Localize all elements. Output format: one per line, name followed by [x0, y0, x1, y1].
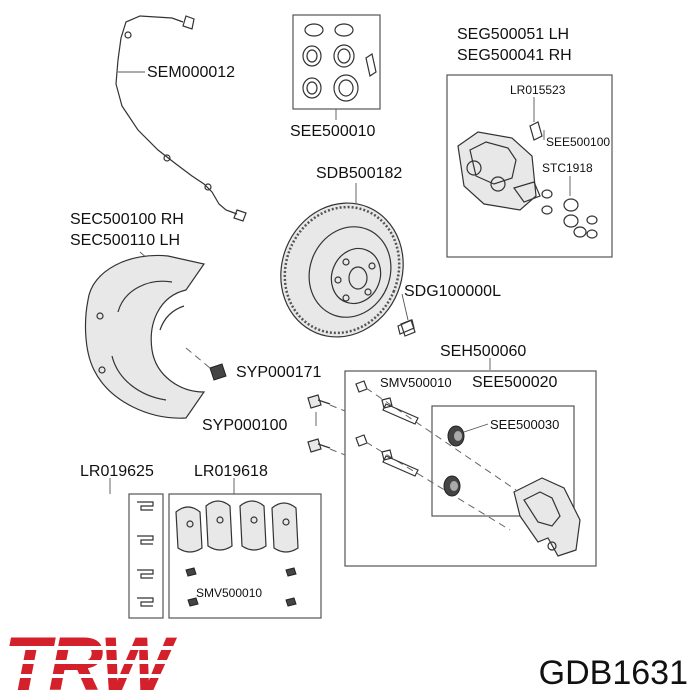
label-seh500060: SEH500060 — [440, 343, 526, 360]
abs-sensor-wire — [115, 15, 247, 222]
label-syp000171: SYP000171 — [236, 364, 322, 381]
label-sec500110-lh: SEC500110 LH — [70, 232, 180, 249]
label-smv500010-top: SMV500010 — [380, 375, 452, 390]
caliper-assembly-box — [446, 74, 613, 258]
label-stc1918: STC1918 — [542, 161, 593, 175]
label-sec500100-rh: SEC500100 RH — [70, 211, 184, 228]
brake-disc — [280, 183, 404, 338]
seal-kit-box — [292, 14, 381, 110]
label-see500020: SEE500020 — [472, 374, 558, 391]
brake-pads-box — [168, 493, 322, 619]
label-see500030: SEE500030 — [490, 417, 559, 432]
label-lr015523: LR015523 — [510, 83, 566, 97]
label-lr019625: LR019625 — [80, 463, 154, 480]
label-smv500010-bottom: SMV500010 — [196, 586, 262, 600]
splash-shield — [84, 254, 206, 419]
label-sdb500182: SDB500182 — [316, 165, 402, 182]
label-syp000100: SYP000100 — [202, 417, 288, 434]
label-seg500051-lh: SEG500051 LH — [457, 26, 569, 43]
part-number: GDB1631 — [539, 654, 688, 692]
pad-clips-box — [128, 493, 164, 619]
trw-logo: TRW — [0, 622, 250, 700]
label-lr019618: LR019618 — [194, 463, 268, 480]
shield-bolt — [185, 347, 227, 381]
label-sem000012: SEM000012 — [147, 64, 235, 81]
carrier-box — [344, 370, 597, 567]
label-see500100: SEE500100 — [546, 135, 610, 149]
label-see500010: SEE500010 — [290, 123, 376, 140]
disc-bolt — [397, 293, 416, 337]
carrier-bolts — [307, 394, 346, 456]
label-sdg100000l: SDG100000L — [404, 283, 501, 300]
label-seg500041-rh: SEG500041 RH — [457, 47, 572, 64]
